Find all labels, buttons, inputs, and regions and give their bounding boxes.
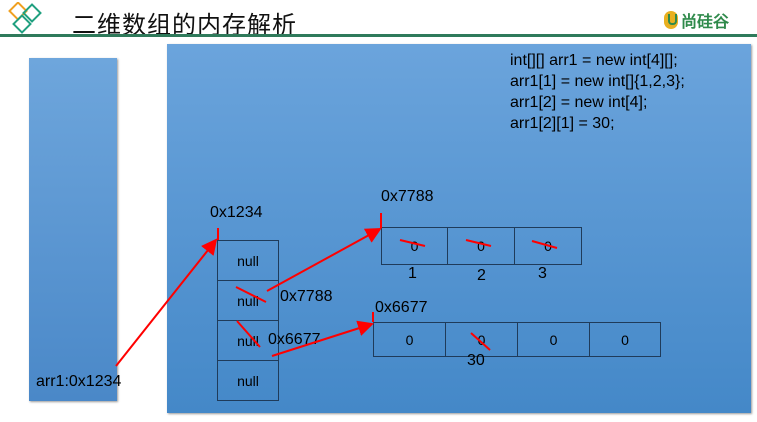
brand-name: 尚硅谷	[681, 12, 730, 31]
code-line: arr1[1] = new int[]{1,2,3};	[510, 73, 685, 90]
code-line: arr1[2] = new int[4];	[510, 94, 648, 111]
brand-logo: 尚硅谷	[664, 8, 729, 32]
header-divider	[0, 34, 757, 37]
code-line: int[][] arr1 = new int[4][];	[510, 52, 678, 69]
code-line: arr1[2][1] = 30;	[510, 115, 615, 132]
array-6677-new-value-1: 30	[467, 352, 485, 369]
code-block: int[][] arr1 = new int[4][]; arr1[1] = n…	[510, 50, 685, 134]
stack-panel	[29, 58, 117, 401]
array-7788-new-value-1: 2	[477, 267, 486, 284]
outer-cell-1-ref: 0x7788	[280, 288, 333, 305]
array-7788-new-value-2: 3	[538, 265, 547, 282]
array-7788-new-value-0: 1	[408, 265, 417, 282]
heap-panel	[167, 44, 751, 413]
outer-array-address: 0x1234	[210, 204, 263, 221]
array-7788-address: 0x7788	[381, 188, 434, 205]
logo-icon	[6, 1, 50, 39]
brand-mark-icon	[664, 11, 678, 29]
array-6677-address: 0x6677	[375, 299, 428, 316]
array-6677-cell-3: 0	[589, 322, 661, 357]
stack-variable-label: arr1:0x1234	[36, 373, 122, 390]
outer-cell-3: null	[217, 360, 279, 401]
